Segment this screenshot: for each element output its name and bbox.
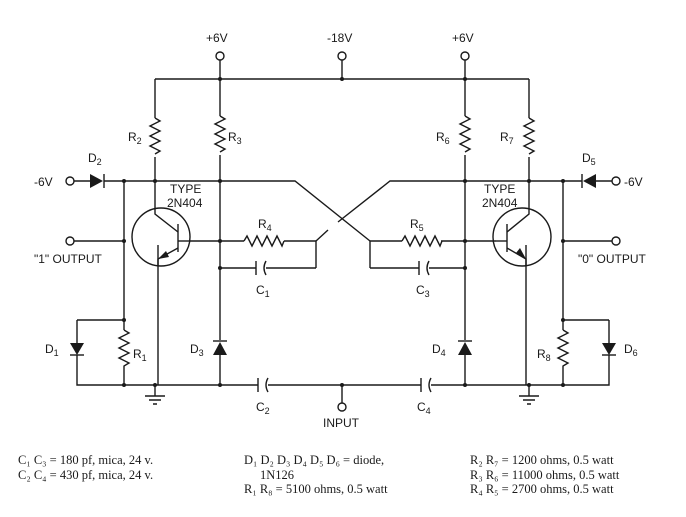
diode-d1 [70, 343, 84, 356]
flip-flop-schematic: +6V -18V +6V -6V -6V "1" OUTPUT "0" OUTP… [34, 31, 647, 430]
terminal-out0 [611, 236, 621, 246]
label-model-left: 2N404 [167, 196, 203, 210]
label-input: INPUT [323, 416, 360, 430]
transistor-right [492, 190, 552, 267]
label-r8: R8 [537, 347, 551, 363]
transistor-left [131, 190, 191, 267]
terminal-m6v-right [611, 176, 621, 186]
label-p6v-left: +6V [206, 31, 228, 45]
label-r2: R2 [128, 130, 142, 146]
label-d6: D6 [624, 342, 638, 358]
legend-line: R₁ R₈ = 5100 ohms, 0.5 watt [244, 482, 388, 496]
label-d1: D1 [45, 342, 59, 358]
resistor-r7 [522, 117, 536, 155]
label-c3: C3 [416, 283, 430, 299]
terminal-p6v-right [460, 51, 470, 61]
ground-left [145, 395, 165, 405]
terminals [65, 51, 621, 412]
diode-d4 [458, 340, 472, 355]
label-r6: R6 [436, 130, 450, 146]
terminal-out1 [65, 236, 75, 246]
label-r1: R1 [133, 347, 147, 363]
legend-line: C₁ C₃ = 180 pf, mica, 24 v. [18, 453, 154, 467]
legend-line: 1N126 [260, 467, 295, 482]
resistor-r3 [213, 115, 227, 153]
label-d2: D2 [88, 151, 102, 167]
label-r4: R4 [258, 217, 272, 233]
legend-diodes: D₁ D₂ D₃ D₄ D₅ D₆ = diode, 1N126 R₁ R₈ =… [244, 453, 388, 497]
label-m6v-left: -6V [34, 175, 53, 189]
label-type-right: TYPE [484, 182, 515, 196]
label-r7: R7 [500, 130, 514, 146]
legend-line: R₃ R₆ = 11000 ohms, 0.5 watt [470, 467, 620, 482]
legend-resistors: R₂ R₇ = 1200 ohms, 0.5 watt R₃ R₆ = 1100… [470, 453, 619, 497]
wires [74, 60, 612, 403]
label-m18v: -18V [327, 31, 352, 45]
label-c4: C4 [417, 400, 431, 416]
resistor-r2 [148, 117, 162, 155]
label-out0: "0" OUTPUT [578, 252, 647, 266]
resistor-r8 [556, 329, 570, 372]
diode-d3 [213, 340, 227, 355]
label-out1: "1" OUTPUT [34, 252, 103, 266]
legend-line: R₂ R₇ = 1200 ohms, 0.5 watt [470, 453, 614, 467]
label-d3: D3 [190, 342, 204, 358]
label-m6v-right: -6V [624, 175, 643, 189]
label-c2: C2 [256, 400, 270, 416]
diode-d2 [90, 174, 105, 188]
diode-d5 [581, 174, 596, 188]
capacitor-c1 [255, 260, 267, 276]
capacitor-c4 [420, 377, 432, 393]
junctions [122, 77, 565, 387]
label-p6v-right: +6V [452, 31, 474, 45]
terminal-m6v-left [65, 176, 75, 186]
label-d4: D4 [432, 342, 446, 358]
resistor-r5 [401, 234, 443, 248]
label-r5: R5 [410, 217, 424, 233]
label-d5: D5 [582, 151, 596, 167]
terminal-m18v [337, 51, 347, 61]
terminal-input [337, 402, 347, 412]
diode-d6 [602, 343, 616, 356]
label-model-right: 2N404 [482, 196, 518, 210]
legend-capacitors: C₁ C₃ = 180 pf, mica, 24 v. C₂ C₄ = 430 … [18, 453, 153, 482]
legend-line: D₁ D₂ D₃ D₄ D₅ D₆ = diode, [244, 453, 385, 467]
resistor-r1 [117, 329, 131, 372]
terminal-p6v-left [215, 51, 225, 61]
resistor-r6 [458, 115, 472, 153]
label-type-left: TYPE [170, 182, 201, 196]
ground-right [519, 395, 539, 405]
label-r3: R3 [228, 130, 242, 146]
resistor-r4 [243, 234, 285, 248]
capacitor-c2 [257, 377, 269, 393]
legend-line: C₂ C₄ = 430 pf, mica, 24 v. [18, 467, 154, 482]
legend-line: R₄ R₅ = 2700 ohms, 0.5 watt [470, 482, 614, 496]
label-c1: C1 [256, 283, 270, 299]
capacitor-c3 [418, 260, 430, 276]
